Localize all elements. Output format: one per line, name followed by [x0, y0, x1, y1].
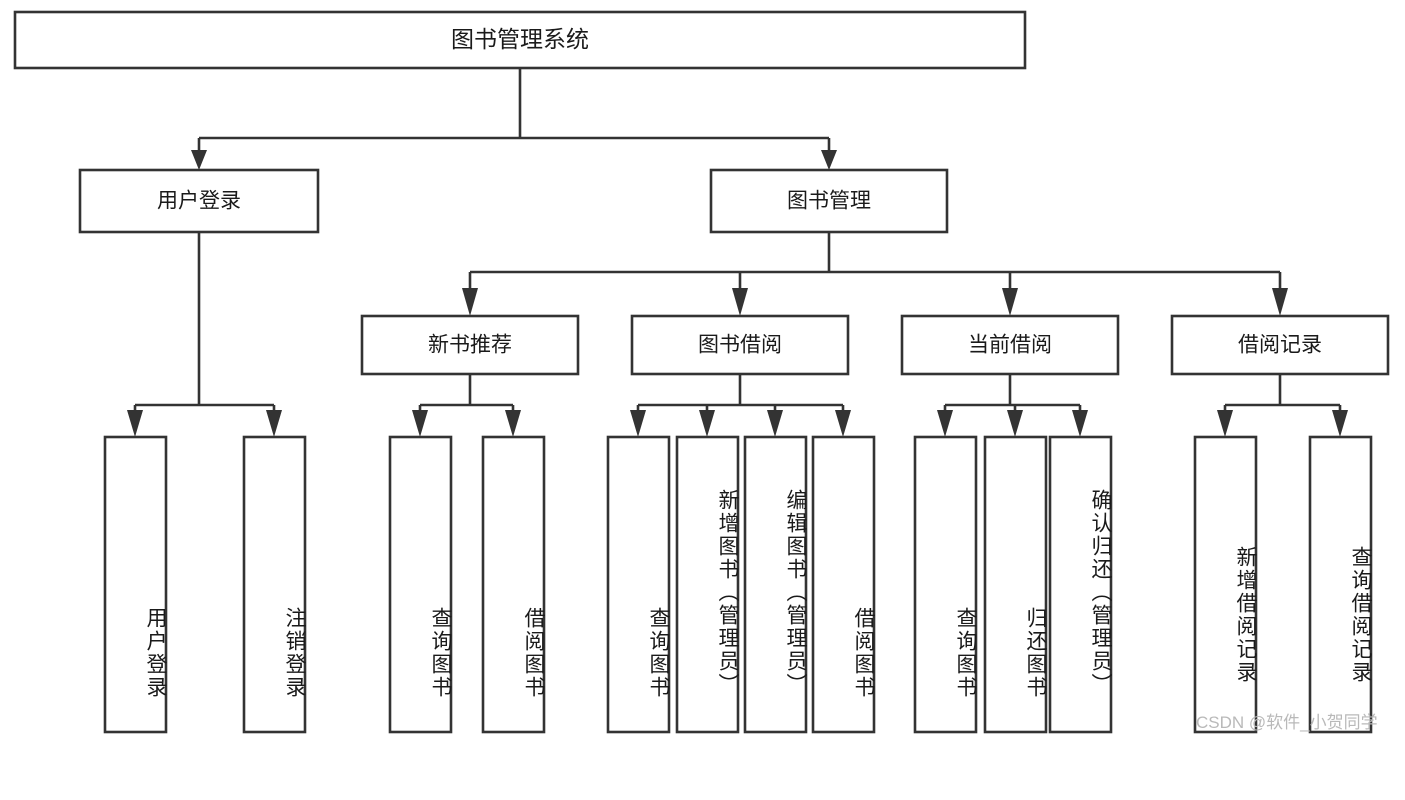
leaf-query-book-2-box[interactable]	[606, 435, 671, 734]
node-root[interactable]: 图书管理系统	[13, 10, 1027, 70]
arrow-to-new-book-rec-icon	[462, 288, 478, 316]
leaf-query-book-3-box[interactable]	[913, 435, 978, 734]
node-user-login-label: 用户登录	[157, 190, 241, 213]
leaf-add-book-label: 新增图书（管理员）	[716, 489, 739, 696]
leaf-query-book-1-box[interactable]	[388, 435, 453, 734]
connector-group-borrow-record-leaves	[1217, 374, 1348, 437]
connector-group-user-login-leaves	[127, 232, 282, 437]
arrow-to-book-borrow-icon	[732, 288, 748, 316]
leaf-borrow-book-2-box[interactable]	[811, 435, 876, 734]
arrow-leaf-query-book-3-icon	[937, 410, 953, 437]
arrow-to-book-manage-icon	[821, 150, 837, 170]
leaf-user-login-label: 用户登录	[144, 606, 167, 699]
node-current-borrow-label: 当前借阅	[968, 334, 1052, 357]
leaf-logout-label: 注销登录	[283, 606, 306, 699]
arrow-leaf-borrow-book-1-icon	[505, 410, 521, 437]
leaf-query-record-box[interactable]	[1308, 435, 1373, 734]
leaf-query-book-2-label: 查询图书	[647, 606, 670, 699]
leaf-confirm-return-label: 确认归还（管理员）	[1089, 489, 1112, 696]
node-book-borrow-box[interactable]	[630, 314, 850, 376]
node-borrow-record-label: 借阅记录	[1238, 334, 1322, 357]
arrow-leaf-query-record-icon	[1332, 410, 1348, 437]
leaf-return-book-label: 归还图书	[1024, 606, 1047, 699]
tree-diagram: 图书管理系统 用户登录 图书管理 新书推荐 图书借阅 当前借阅 借阅记录	[13, 10, 1390, 734]
diagram-canvas: 图书管理系统 用户登录 图书管理 新书推荐 图书借阅 当前借阅 借阅记录	[13, 10, 1390, 734]
arrow-leaf-query-book-2-icon	[630, 410, 646, 437]
leaf-borrow-book-1-box[interactable]	[481, 435, 546, 734]
node-current-borrow[interactable]: 当前借阅	[900, 314, 1120, 376]
node-new-book-rec-box[interactable]	[360, 314, 580, 376]
connector-group-book-borrow-leaves	[630, 374, 851, 437]
node-borrow-record-box[interactable]	[1170, 314, 1390, 376]
leaf-add-record-label: 新增借阅记录	[1234, 545, 1257, 684]
csdn-watermark: CSDN @软件_小贺同学	[1196, 713, 1378, 732]
leaf-borrow-book-1-label: 借阅图书	[522, 606, 545, 699]
arrow-leaf-add-record-icon	[1217, 410, 1233, 437]
connector-group-book-manage	[462, 232, 1288, 316]
arrow-leaf-logout-icon	[266, 410, 282, 437]
connector-group-current-borrow-leaves	[937, 374, 1088, 437]
arrow-leaf-return-book-icon	[1007, 410, 1023, 437]
node-root-box[interactable]	[13, 10, 1027, 70]
leaf-user-login-box[interactable]	[103, 435, 168, 734]
node-book-manage[interactable]: 图书管理	[709, 168, 949, 234]
node-current-borrow-box[interactable]	[900, 314, 1120, 376]
leaf-query-book-1-label: 查询图书	[429, 606, 452, 699]
leaf-edit-book-box[interactable]	[743, 435, 808, 734]
leaf-add-book-box[interactable]	[675, 435, 740, 734]
arrow-leaf-edit-book-icon	[767, 410, 783, 437]
arrow-to-user-login-icon	[191, 150, 207, 170]
node-book-manage-label: 图书管理	[787, 190, 871, 213]
connector-group-new-book-rec-leaves	[412, 374, 521, 437]
arrow-to-borrow-record-icon	[1272, 288, 1288, 316]
arrow-leaf-add-book-icon	[699, 410, 715, 437]
node-root-label: 图书管理系统	[451, 26, 589, 52]
leaf-edit-book-label: 编辑图书（管理员）	[784, 489, 807, 696]
node-book-borrow-label: 图书借阅	[698, 334, 782, 357]
arrow-leaf-borrow-book-2-icon	[835, 410, 851, 437]
node-user-login-box[interactable]	[78, 168, 320, 234]
leaf-boxes	[103, 435, 1373, 734]
arrow-leaf-confirm-return-icon	[1072, 410, 1088, 437]
leaf-return-book-box[interactable]	[983, 435, 1048, 734]
arrow-to-current-borrow-icon	[1002, 288, 1018, 316]
node-user-login[interactable]: 用户登录	[78, 168, 320, 234]
connector-group-root	[191, 68, 837, 170]
leaf-confirm-return-box[interactable]	[1048, 435, 1113, 734]
leaf-logout-box[interactable]	[242, 435, 307, 734]
node-book-manage-box[interactable]	[709, 168, 949, 234]
node-book-borrow[interactable]: 图书借阅	[630, 314, 850, 376]
node-new-book-rec-label: 新书推荐	[428, 334, 512, 357]
node-new-book-rec[interactable]: 新书推荐	[360, 314, 580, 376]
arrow-leaf-query-book-1-icon	[412, 410, 428, 437]
arrow-leaf-user-login-icon	[127, 410, 143, 437]
leaf-query-book-3-label: 查询图书	[954, 606, 977, 699]
node-borrow-record[interactable]: 借阅记录	[1170, 314, 1390, 376]
leaf-add-record-box[interactable]	[1193, 435, 1258, 734]
leaf-borrow-book-2-label: 借阅图书	[852, 606, 875, 699]
leaf-query-record-label: 查询借阅记录	[1349, 545, 1372, 684]
